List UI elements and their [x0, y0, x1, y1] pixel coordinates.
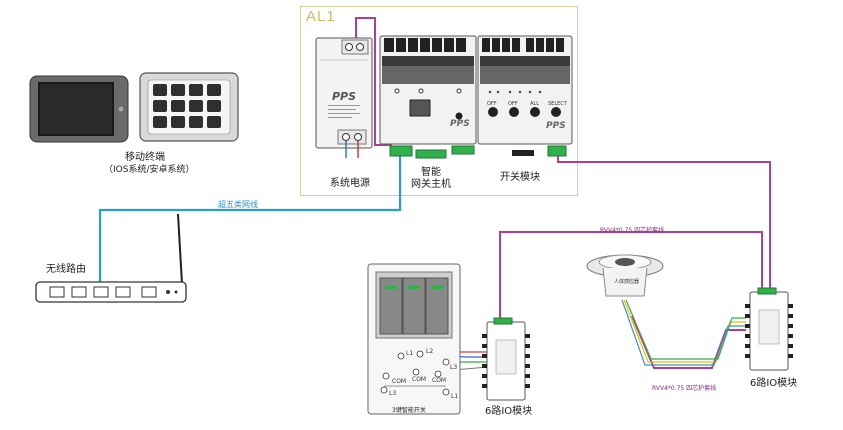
- power-supply-device: PPS: [315, 37, 373, 158]
- io-module-right-device: [745, 287, 793, 371]
- terminal-l2: L2: [426, 348, 434, 355]
- switch-btn-3-label: ALL: [530, 101, 539, 107]
- sensor-wire-yellow: [623, 299, 746, 363]
- wall-switch-label: 3键智能开关: [392, 407, 426, 414]
- svg-text:PPS: PPS: [450, 119, 470, 129]
- cabinet-frame: [300, 6, 578, 196]
- switch-module-label: 开关模块: [500, 172, 540, 183]
- terminal-com-3: COM: [432, 377, 447, 384]
- rvv-top-label: RVV4*0.75 四芯护套线: [600, 227, 665, 234]
- rvv-bottom-label: RVV4*0.75 四芯护套线: [652, 385, 717, 392]
- switch-module-device: PPS: [477, 35, 573, 157]
- cat5e-cable-label: 超五类网线: [218, 200, 258, 209]
- io-module-left-label: 6路IO模块: [485, 406, 533, 417]
- svg-text:人体感应器: 人体感应器: [614, 278, 639, 285]
- router-device: [35, 213, 187, 303]
- wall-switch-device: [367, 263, 461, 415]
- touch-panel-device: [139, 72, 239, 142]
- power-supply-label: 系统电源: [330, 178, 370, 189]
- io-module-right-label: 6路IO模块: [750, 378, 798, 389]
- network-cable: [98, 156, 402, 286]
- svg-text:PPS: PPS: [332, 90, 356, 103]
- terminal-com-2: COM: [412, 376, 427, 383]
- sensor-wire-blue: [621, 299, 746, 366]
- mobile-terminal-title: 移动终端: [125, 152, 165, 163]
- tablet-device: [29, 75, 129, 143]
- cabinet-label: AL1: [306, 8, 336, 25]
- router-label: 无线路由: [46, 264, 86, 275]
- bus-cable-rvv-bottom: [631, 315, 746, 369]
- gateway-label-line1: 智能: [421, 167, 441, 178]
- mobile-terminal-label: 移动终端 （IOS系统/安卓系统）: [104, 152, 195, 176]
- gateway-device: PPS: [379, 35, 477, 159]
- mobile-terminal-os: （IOS系统/安卓系统）: [104, 165, 195, 175]
- terminal-com-1: COM: [392, 378, 407, 385]
- gateway-label-line2: 网关主机: [411, 179, 451, 190]
- sensor-wire-green: [625, 299, 746, 360]
- terminal-l3-top: L3: [450, 364, 458, 371]
- terminal-l1-top: L1: [406, 350, 414, 357]
- terminal-l1-bottom: L1: [451, 393, 459, 400]
- gateway-label: 智能 网关主机: [404, 167, 458, 191]
- bus-cable-rvv-top: [499, 231, 763, 325]
- io-module-left-device: [482, 317, 530, 401]
- sensor-device: 人体感应器: [586, 254, 664, 297]
- bus-cable-power: [355, 17, 392, 146]
- svg-text:PPS: PPS: [546, 121, 566, 131]
- terminal-l3-bottom: L3: [389, 390, 397, 397]
- switch-btn-2-label: OFF: [508, 101, 518, 107]
- switch-btn-4-label: SELECT: [548, 101, 567, 107]
- switch-btn-1-label: OFF: [487, 101, 497, 107]
